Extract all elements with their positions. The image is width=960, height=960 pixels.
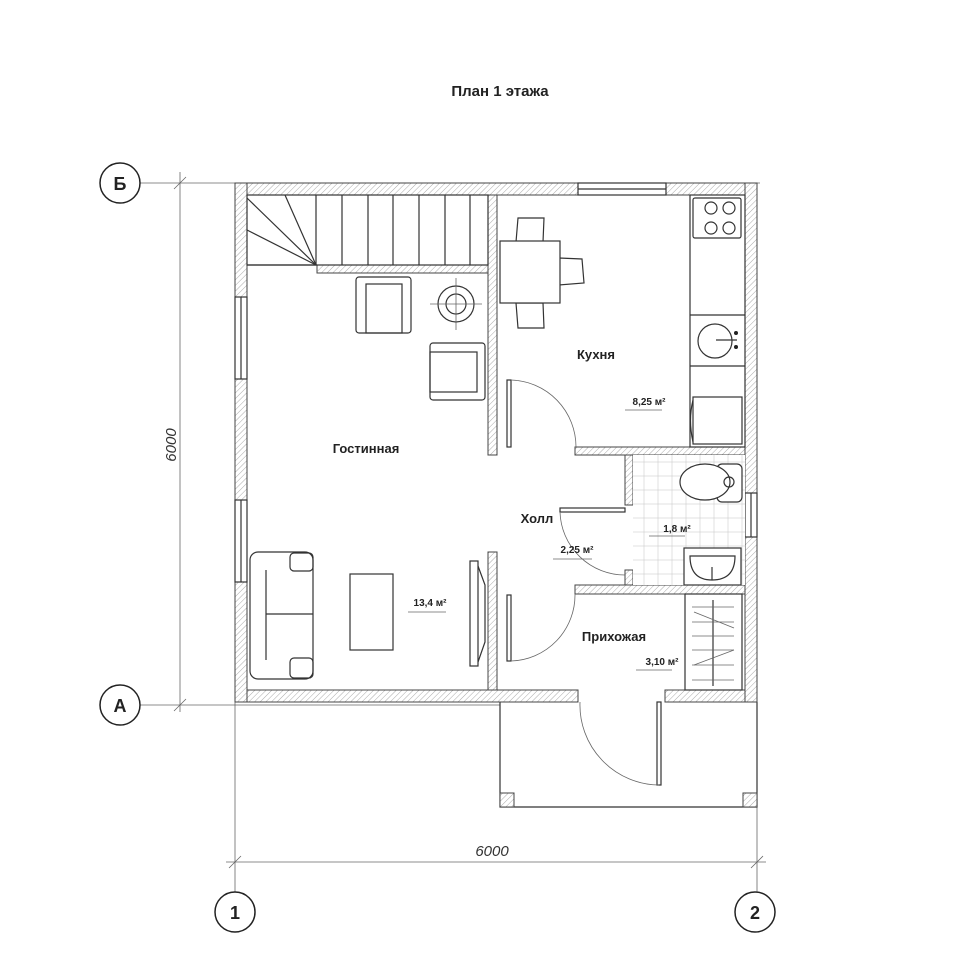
interior-walls xyxy=(316,194,746,691)
tv xyxy=(469,560,486,667)
svg-text:2: 2 xyxy=(750,903,760,923)
dimension-vertical: 6000 xyxy=(163,428,180,462)
staircase xyxy=(246,194,489,266)
refrigerator xyxy=(689,396,743,445)
svg-text:Б: Б xyxy=(114,174,127,194)
armchair xyxy=(429,342,486,401)
svg-text:1: 1 xyxy=(230,903,240,923)
room-area-entry: 3,10 м² xyxy=(646,657,680,668)
room-label-hall: Холл xyxy=(521,511,554,526)
kitchen-sink xyxy=(697,323,738,359)
sofa xyxy=(249,551,314,680)
stove xyxy=(692,197,742,239)
porch xyxy=(499,702,758,808)
windows xyxy=(234,182,758,583)
axis-marker-2: 2 xyxy=(734,891,776,933)
axis-marker-b: Б xyxy=(99,162,141,204)
dimension-horizontal: 6000 xyxy=(475,843,509,860)
floor-lamp xyxy=(430,278,482,330)
armchair xyxy=(355,276,412,334)
axis-marker-a: А xyxy=(99,684,141,726)
axis-marker-1: 1 xyxy=(214,891,256,933)
dining-table xyxy=(499,217,585,329)
room-area-hall: 2,25 м² xyxy=(561,545,595,556)
room-label-living: Гостинная xyxy=(333,441,400,456)
room-area-kitchen: 8,25 м² xyxy=(633,397,667,408)
bathroom-sink xyxy=(683,547,742,586)
room-area-living: 13,4 м² xyxy=(414,598,448,609)
coffee-table xyxy=(349,573,394,651)
room-label-kitchen: Кухня xyxy=(577,347,615,362)
plan-title: План 1 этажа xyxy=(451,83,549,100)
room-label-entry: Прихожая xyxy=(582,629,646,644)
room-area-bathroom: 1,8 м² xyxy=(663,524,691,535)
svg-text:А: А xyxy=(114,696,127,716)
toilet xyxy=(679,463,743,503)
doors[interactable] xyxy=(506,379,662,786)
kitchen-counter xyxy=(689,194,746,448)
wardrobe xyxy=(684,593,743,691)
